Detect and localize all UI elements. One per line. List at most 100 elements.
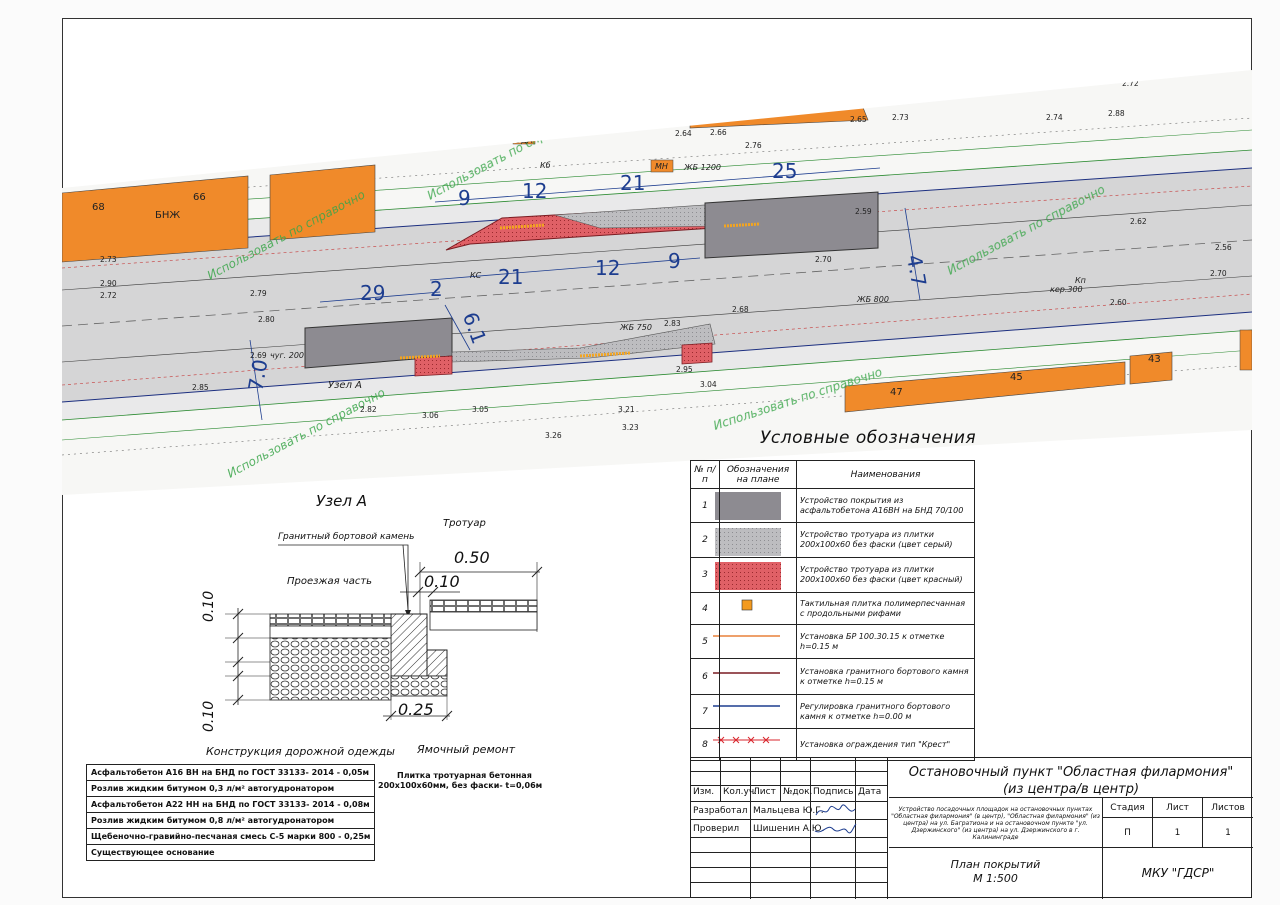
svg-text:2.70: 2.70	[815, 255, 832, 264]
svg-text:2.90: 2.90	[100, 279, 117, 288]
legend-row-no: 6	[690, 658, 720, 695]
dim-0-25: 0.25	[398, 700, 434, 719]
svg-text:ЗДА: ЗДА	[516, 136, 533, 145]
legend-table: № п/п Обозначения на плане Наименования …	[690, 460, 975, 761]
svg-text:43: 43	[1148, 354, 1161, 365]
legend-row-name: Регулировка гранитного бортового камня к…	[796, 694, 975, 729]
svg-text:2.68: 2.68	[732, 305, 749, 314]
legend-row-name: Установка гранитного бортового камня к о…	[796, 658, 975, 695]
svg-text:2.64: 2.64	[675, 129, 692, 138]
plan-area: 9 12 21 25 4.7 9 12 21 29 2 6.1 7.0 Испо…	[62, 70, 1252, 495]
svg-text:12: 12	[522, 179, 547, 203]
layer-row: Существующее основание	[85, 844, 376, 861]
col-list: Лист	[751, 786, 781, 802]
svg-text:12: 12	[595, 256, 620, 280]
legend-row-name: Устройство тротуара из плитки 200х100х60…	[796, 557, 975, 593]
svg-text:2.83: 2.83	[664, 319, 681, 328]
legend-col-symbol: Обозначения на плане	[719, 460, 797, 489]
legend-row-no: 8	[690, 728, 720, 761]
plan-building-labels: 68 66 БНЖ 47 45 43	[92, 192, 1161, 398]
col-data: Дата	[856, 786, 888, 802]
road-layers-table: Асфальтобетон А16 ВН на БНД по ГОСТ 3313…	[85, 764, 376, 861]
legend-row-no: 2	[690, 522, 720, 558]
svg-text:2.72: 2.72	[1122, 79, 1139, 88]
title-block-revisions: Изм. Кол.уч. Лист №док. Подпись Дата Раз…	[691, 758, 888, 899]
stage-label: Стадия	[1103, 798, 1153, 818]
svg-text:4.7: 4.7	[902, 253, 931, 288]
legend-row-name: Устройство покрытия из асфальтобетона А1…	[796, 488, 975, 523]
svg-text:2: 2	[430, 277, 443, 301]
project-title: Остановочный пункт "Областная филармония…	[889, 758, 1253, 798]
organization: МКУ "ГДСР"	[1141, 866, 1215, 880]
legend-row-no: 5	[690, 624, 720, 659]
svg-text:2.72: 2.72	[100, 291, 117, 300]
legend-row-no: 3	[690, 557, 720, 593]
svg-text:2.59: 2.59	[855, 207, 872, 216]
svg-text:чуг. 200: чуг. 200	[270, 351, 304, 360]
layer-row: Асфальтобетон А22 НН на БНД по ГОСТ 3313…	[85, 796, 376, 813]
legend-row-name: Устройство тротуара из плитки 200х100х60…	[796, 522, 975, 558]
title-block: Изм. Кол.уч. Лист №док. Подпись Дата Раз…	[690, 757, 1253, 899]
legend-row-name: Установка БР 100.30.15 к отметке h=0.15 …	[796, 624, 975, 659]
svg-text:2.88: 2.88	[1108, 109, 1125, 118]
legend-row-no: 1	[690, 488, 720, 523]
svg-text:2.65: 2.65	[850, 115, 867, 124]
dim-0-10-left-top: 0.10	[201, 590, 217, 622]
svg-text:45: 45	[1010, 372, 1023, 383]
stage-value: П	[1103, 818, 1153, 848]
svg-text:2.73: 2.73	[892, 113, 909, 122]
svg-text:29: 29	[360, 281, 385, 305]
checked-signature	[811, 820, 857, 838]
svg-text:2.56: 2.56	[1215, 243, 1232, 252]
svg-text:7.0: 7.0	[243, 357, 272, 392]
layer-row: Щебеночно-гравийно-песчаная смесь С-5 ма…	[85, 828, 376, 845]
svg-text:3.06: 3.06	[422, 411, 439, 420]
svg-text:2.82: 2.82	[360, 405, 377, 414]
svg-text:3.21: 3.21	[618, 405, 635, 414]
checked-name: Шишенин А.Ю.	[751, 820, 824, 838]
svg-text:47: 47	[890, 387, 903, 398]
pothole-title: Ямочный ремонт	[417, 743, 516, 756]
node-a-section	[225, 544, 543, 722]
layer-row: Розлив жидким битумом 0,8 л/м² автогудро…	[85, 812, 376, 829]
dim-0-10-top: 0.10	[424, 572, 460, 591]
svg-text:Кп: Кп	[1075, 276, 1086, 285]
svg-text:2.76: 2.76	[745, 141, 762, 150]
plan-network-labels: Узел А чуг. 200 ЖБ 1200 ЖБ 800 ЖБ 750 ке…	[270, 136, 1086, 391]
svg-text:2.95: 2.95	[676, 365, 693, 374]
svg-text:2.70: 2.70	[1210, 269, 1227, 278]
plan-title-text: План покрытий	[950, 858, 1041, 871]
road-structure-title: Конструкция дорожной одежды	[206, 745, 395, 758]
project-title-line-2: (из центра/в центр)	[1002, 782, 1140, 797]
svg-text:ЖБ 1200: ЖБ 1200	[683, 163, 721, 172]
svg-text:Узел А: Узел А	[328, 380, 362, 391]
svg-text:кер.300: кер.300	[1050, 285, 1083, 294]
legend-col-name: Наименования	[796, 460, 975, 489]
svg-text:Кб: Кб	[540, 161, 551, 170]
sheets-value: 1	[1203, 818, 1253, 848]
layer-row: Розлив жидким битумом 0,3 л/м² автогудро…	[85, 780, 376, 797]
col-koluch: Кол.уч.	[721, 786, 757, 802]
svg-text:21: 21	[620, 171, 645, 195]
project-title-line-1: Остановочный пункт "Областная филармония…	[908, 765, 1234, 780]
col-izm: Изм.	[691, 786, 721, 802]
svg-text:ЖБ 750: ЖБ 750	[619, 323, 652, 332]
svg-text:КС: КС	[470, 271, 482, 280]
svg-text:3.23: 3.23	[622, 423, 639, 432]
svg-text:ЖБ 800: ЖБ 800	[856, 295, 889, 304]
svg-text:2.60: 2.60	[1110, 298, 1127, 307]
col-ndok: №док.	[781, 786, 812, 802]
svg-text:2.69: 2.69	[250, 351, 267, 360]
svg-text:3.05: 3.05	[472, 405, 489, 414]
legend-col-no: № п/п	[690, 460, 720, 489]
svg-text:9: 9	[458, 186, 471, 210]
svg-text:2.66: 2.66	[710, 128, 727, 137]
legend-row-no: 4	[690, 592, 720, 625]
legend-row-no: 7	[690, 694, 720, 729]
plan-dimension-labels: 9 12 21 25 4.7 9 12 21 29 2 6.1 7.0	[243, 159, 931, 393]
plan-title: План покрытий М 1:500	[889, 848, 1103, 899]
sheet-value: 1	[1153, 818, 1203, 848]
roadway-label: Проезжая часть	[287, 576, 373, 587]
svg-text:21: 21	[498, 265, 523, 289]
